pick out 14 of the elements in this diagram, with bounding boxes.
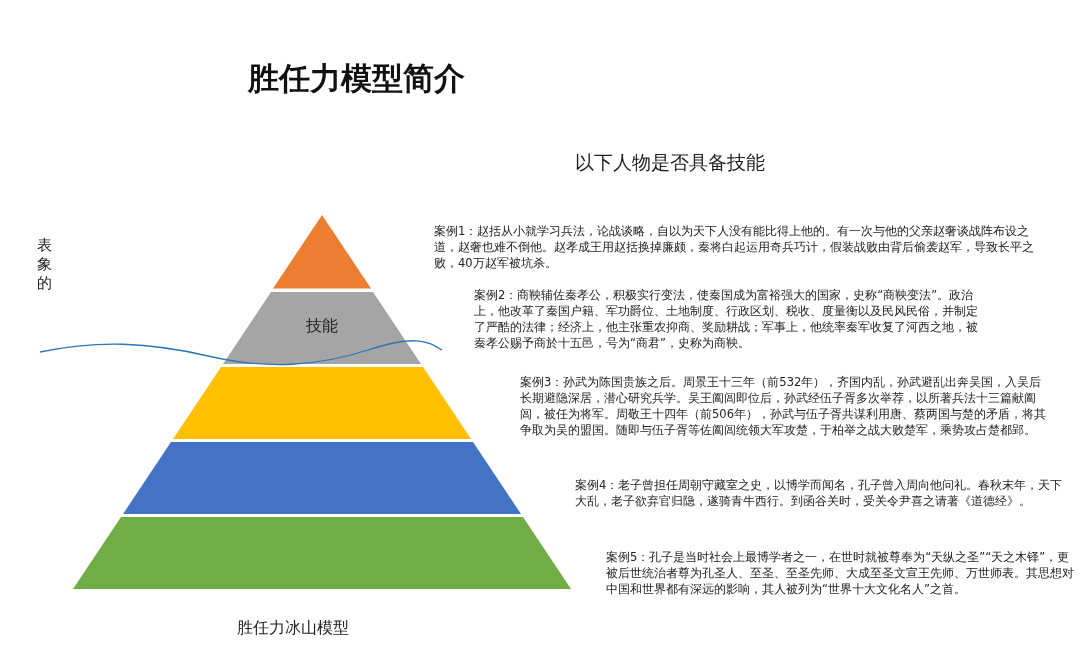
pyramid-top	[273, 215, 371, 289]
case-text: 案例3：孙武为陈国贵族之后。周景王十三年（前532年），齐国内乱，孙武避乱出奔吴国，入吴后长期避隐深居，潜心研究兵学。吴王阖闾即位后，孙武经伍子胥多次举荐，以所著兵法十三篇献阖闾，被任为将军。周敬王十四年（前506年），孙武与伍子胥共谋利用唐、蔡两国与楚的矛盾，将其争取为吴的盟国。随即与伍子胥等佐阖闾统领大军攻楚，于柏举之战大败楚军，乘势攻占楚都郢。	[520, 374, 1047, 438]
title: 胜任力模型简介	[248, 59, 465, 98]
pyramid-layer	[73, 516, 571, 589]
case-text: 案例5：孔子是当时社会上最博学者之一，在世时就被尊奉为“天纵之圣”“天之木铎”，更被后世统治者尊为孔圣人、至圣、至圣先师、大成至圣文宣王先师、万世师表。其思想对中国和世界都有深远的影响，其人被列为“世界十大文化名人”之首。	[606, 549, 1075, 597]
subtitle: 以下人物是否具备技能	[575, 150, 765, 175]
case-text: 案例2：商鞅辅佐秦孝公，积极实行变法，使秦国成为富裕强大的国家，史称“商鞅变法”。政治上，他改革了秦国户籍、军功爵位、土地制度、行政区划、税收、度量衡以及民风民俗，并制定了严酷的法律；经济上，他主张重农抑商、奖励耕战；军事上，他统率秦军收复了河西之地，被秦孝公赐予商於十五邑，号为“商君”，史称为商鞅。	[474, 287, 979, 351]
side-label: 表象的	[37, 236, 53, 293]
pyramid-layer	[223, 291, 421, 364]
layer-label: 技能	[305, 315, 339, 337]
case-text: 案例4：老子曾担任周朝守藏室之史，以博学而闻名，孔子曾入周向他问礼。春秋末年，天下大乱，老子欲弃官归隐，遂骑青牛西行。到函谷关时，受关令尹喜之请著《道德经》。	[575, 477, 1064, 509]
pyramid-layer	[173, 366, 471, 439]
caption: 胜任力冰山模型	[237, 618, 349, 639]
pyramid-layer	[123, 441, 521, 514]
